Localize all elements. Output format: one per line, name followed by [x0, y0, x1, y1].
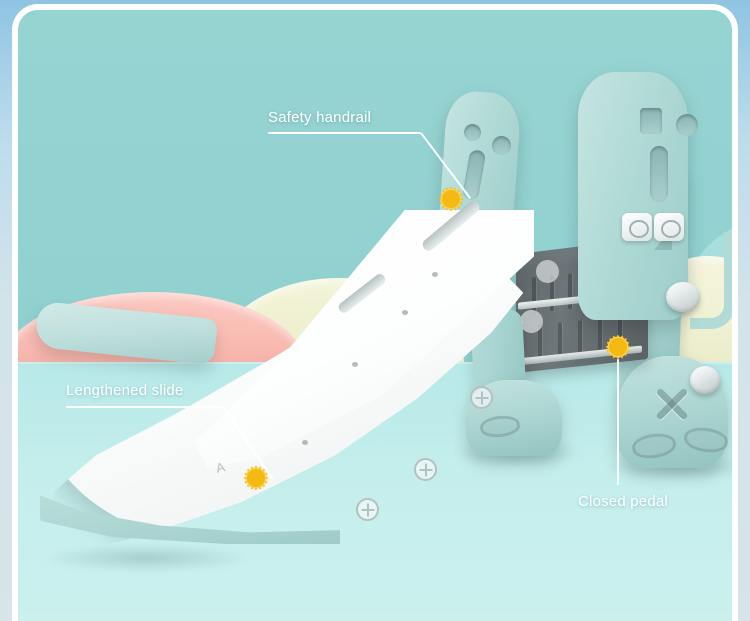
handrail-clip [622, 213, 652, 241]
slide-screw [470, 386, 493, 409]
slide-screw [356, 498, 379, 521]
adjust-knob [666, 282, 700, 312]
lengthened-slide [40, 196, 564, 556]
handrail-hole [640, 108, 662, 134]
sun-marker-lengthened-slide [244, 466, 268, 490]
rear-hook-arm [690, 232, 732, 329]
front-safety-handrail [578, 72, 688, 320]
handrail-slot [650, 146, 668, 202]
callout-label-closed-pedal: Closed pedal [578, 493, 668, 510]
slide-pinhole [302, 440, 308, 445]
sun-marker-closed-pedal [606, 335, 630, 359]
adjust-knob [690, 366, 720, 394]
handrail-hole [492, 136, 511, 155]
callout-leader-line-horizontal [66, 406, 224, 408]
slide-product: A [18, 10, 732, 621]
handrail-hole [676, 114, 698, 136]
slide-screw [536, 260, 559, 283]
callout-leader-line-vertical [617, 359, 619, 485]
photo-frame: A Safety handrail Lengthened slide [12, 4, 738, 621]
callout-label-safety-handrail: Safety handrail [268, 109, 372, 126]
slide-pinhole [432, 272, 438, 277]
callout-label-lengthened-slide: Lengthened slide [66, 382, 184, 399]
slide-screw [520, 310, 543, 333]
handrail-hole [464, 124, 481, 141]
slide-pinhole [352, 362, 358, 367]
callout-leader-line-horizontal [268, 132, 421, 134]
floor-shadow-slide-tip [42, 544, 252, 572]
slide-screw [414, 458, 437, 481]
sun-marker-safety-handrail [439, 187, 463, 211]
product-photo: A Safety handrail Lengthened slide [18, 10, 732, 621]
handrail-clip [654, 213, 684, 241]
slide-pinhole [402, 310, 408, 315]
cross-screw-icon [650, 382, 694, 426]
